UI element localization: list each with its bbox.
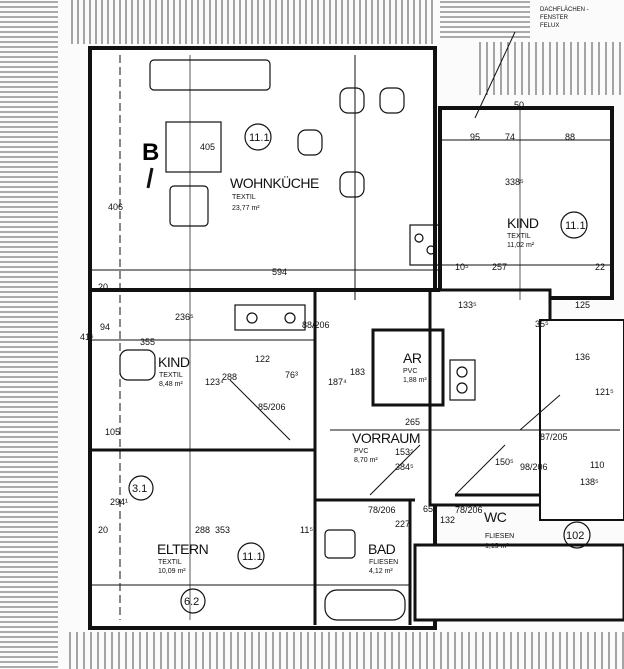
dimension-label: 95 <box>470 132 480 142</box>
dimension-label: 405 <box>200 142 215 152</box>
section-marker: B <box>142 139 159 166</box>
furniture <box>119 59 476 621</box>
dimension-label: 10⁵ <box>455 262 469 272</box>
dimension-label: 236⁵ <box>175 312 194 322</box>
dimension-label: 87/205 <box>540 432 568 442</box>
room-area: 1,19 m² <box>485 543 509 550</box>
note-line: FENSTER <box>540 15 569 21</box>
dimension-label: 353 <box>215 525 230 535</box>
dimension-label: 94 <box>100 322 110 332</box>
dimension-label: 41⁵ <box>80 332 94 342</box>
dimension-label: 20 <box>98 525 108 535</box>
room-area: 23,77 m² <box>232 205 260 212</box>
room-labels: WOHNKÜCHE TEXTIL 23,77 m² KIND TEXTIL 11… <box>157 174 539 575</box>
room-area: 10,09 m² <box>158 568 186 575</box>
room-area: 1,88 m² <box>403 377 427 384</box>
dimension-label: 50 <box>514 100 524 110</box>
dimension-label: 355 <box>140 337 155 347</box>
dimension-label: 288 <box>195 525 210 535</box>
room-name: KIND <box>158 354 190 370</box>
room-floor: TEXTIL <box>159 372 183 379</box>
room-floor: PVC <box>354 448 368 455</box>
dimension-label: 122 <box>255 354 270 364</box>
dimension-label: 22 <box>595 262 605 272</box>
dimension-label: 294¹ <box>110 497 128 507</box>
room-area: 4,12 m² <box>369 568 393 575</box>
dimension-label: 88/206 <box>302 320 330 330</box>
dimension-label: 85/206 <box>258 402 286 412</box>
dimension-label: 406 <box>108 202 123 212</box>
room-tag: 11.1 <box>249 132 270 144</box>
room-area: 8,48 m² <box>159 381 183 388</box>
dimension-label: 125 <box>575 300 590 310</box>
room-floor: PVC <box>403 368 417 375</box>
dimension-label: 110 <box>590 460 604 470</box>
dimension-label: 88 <box>565 132 575 142</box>
room-name: ELTERN <box>157 541 208 557</box>
dimension-label: 11⁵ <box>300 525 313 535</box>
dimension-label: 150⁵ <box>495 457 514 467</box>
dimension-label: 265 <box>405 417 420 427</box>
dimension-label: 76³ <box>285 370 298 380</box>
dimension-label: 288 <box>222 372 237 382</box>
dimension-label: 105 <box>105 427 120 437</box>
room-floor: FLIESEN <box>369 559 398 566</box>
room-name: BAD <box>368 541 396 557</box>
dimension-label: 227 <box>395 519 410 529</box>
room-tag: 11.1 <box>242 551 263 563</box>
dimension-label: 123⁴ <box>205 377 224 387</box>
dimension-label: 121⁵ <box>595 387 614 397</box>
room-tag: 3.1 <box>132 483 147 495</box>
dimension-label: 138⁵ <box>580 477 599 487</box>
section-arrow <box>146 167 154 189</box>
room-name: WOHNKÜCHE <box>230 174 319 191</box>
room-floor: TEXTIL <box>232 194 256 201</box>
dimension-label: 338⁵ <box>505 177 524 187</box>
dimension-label: 35⁵ <box>535 319 549 329</box>
room-name: VORRAUM <box>352 430 420 446</box>
dimension-label: 183 <box>350 367 365 377</box>
dimension-label: 187⁴ <box>328 377 347 387</box>
room-floor: FLIESEN <box>485 533 514 540</box>
note-line: FELUX <box>540 23 559 29</box>
room-tag: 102 <box>566 530 584 542</box>
dimension-label: 78/206 <box>455 505 483 515</box>
room-area: 8,70 m² <box>354 457 378 464</box>
room-tag-labels: 11.1 11.1 11.1 3.1 6.2 102 <box>132 132 586 608</box>
room-floor: TEXTIL <box>158 559 182 566</box>
dimension-label: 74 <box>505 132 515 142</box>
dimension-label: 132 <box>440 515 455 525</box>
dimension-label: 78/206 <box>368 505 396 515</box>
room-name: WC <box>484 509 507 525</box>
room-name: AR <box>403 350 422 366</box>
dimension-label: 98/206 <box>520 462 548 472</box>
dimension-label: 20 <box>98 282 108 292</box>
dimension-label: 153⁵ <box>395 447 414 457</box>
dimension-label: 133⁵ <box>458 300 477 310</box>
room-area: 11,02 m² <box>507 242 535 249</box>
roof-window-note: DACHFLÄCHEN - FENSTER FELUX <box>540 6 589 29</box>
dimension-label: 257 <box>492 262 507 272</box>
room-tag: 6.2 <box>184 596 199 608</box>
dimension-label: 384⁵ <box>395 462 414 472</box>
room-tag: 11.1 <box>565 220 586 232</box>
dimension-label: 594 <box>272 267 287 277</box>
room-tags <box>128 123 591 614</box>
room-name: KIND <box>507 215 539 231</box>
dimension-label: 136 <box>575 352 590 362</box>
note-line: DACHFLÄCHEN - <box>540 6 589 13</box>
room-floor: TEXTIL <box>507 233 531 240</box>
dimension-label: 65 <box>423 504 433 514</box>
